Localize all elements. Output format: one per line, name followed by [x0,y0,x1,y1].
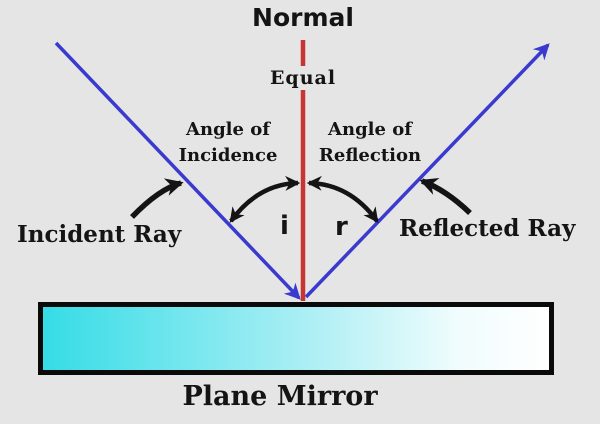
angle-of-incidence-line1: Angle of [186,119,270,140]
angle-i-label: i [280,211,289,241]
incident-ray-line [54,41,301,300]
incident-ray-pointer-arrow [130,178,184,219]
plane-mirror-bar [38,302,554,375]
incidence-angle-arc [229,175,301,223]
angle-r-label: r [335,212,348,242]
angle-of-reflection-label: Angle of Reflection [319,117,421,169]
reflected-ray-pointer-arrow [419,177,472,215]
plane-mirror-label: Plane Mirror [182,381,378,412]
reflected-ray-label: Reflected Ray [399,215,576,242]
incident-ray-label: Incident Ray [17,221,182,248]
reflection-angle-arc [306,175,379,223]
normal-label: Normal [252,3,354,32]
angle-of-reflection-line2: Reflection [318,145,422,166]
angle-of-incidence-label: Angle of Incidence [179,117,278,169]
equal-label: Equal [264,66,342,90]
angle-of-reflection-line1: Angle of [328,119,412,140]
angle-of-incidence-line2: Incidence [178,145,278,166]
reflected-ray-line [304,43,550,299]
